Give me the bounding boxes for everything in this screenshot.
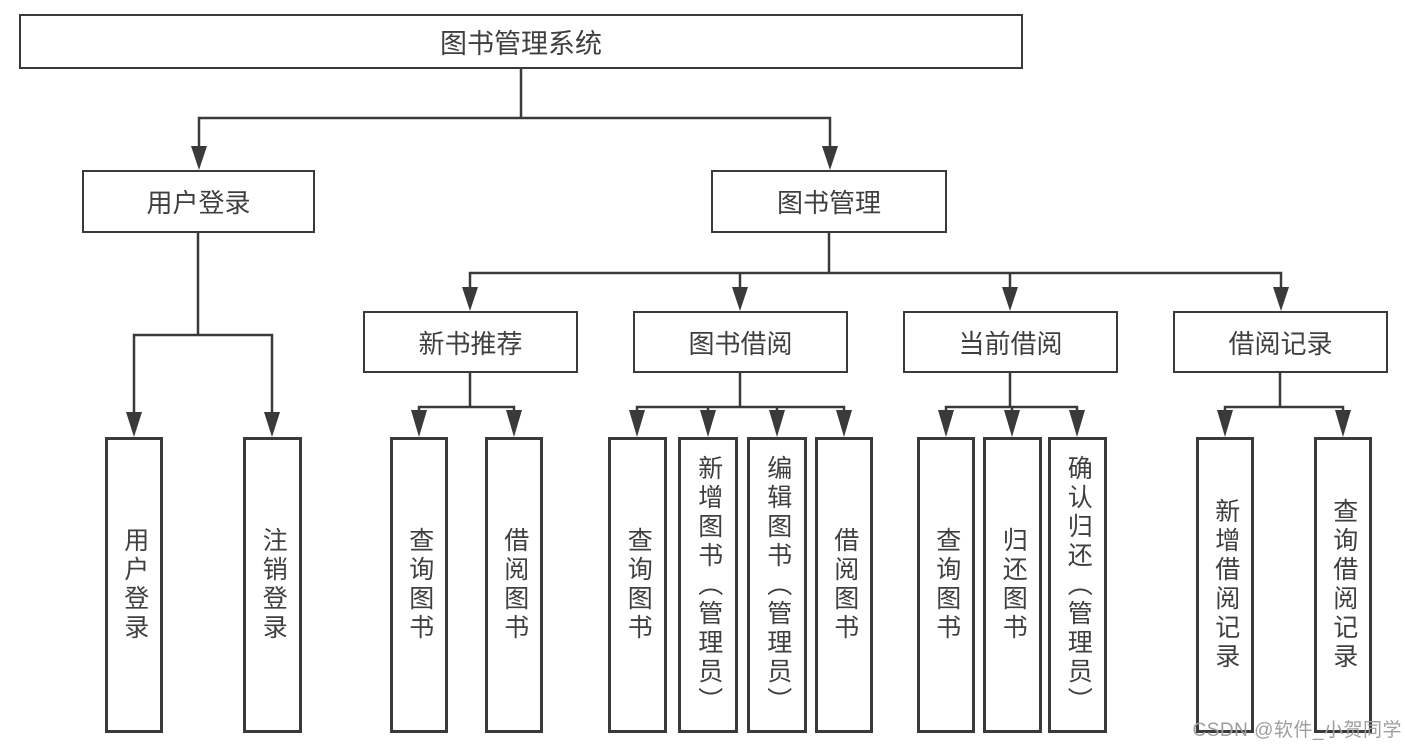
node-borrow-books-recommend: 借阅图书 (485, 437, 543, 733)
node-label: 查询图书 (932, 527, 961, 643)
node-add-book-admin: 新增图书（管理员） (678, 437, 738, 733)
watermark: CSDN @软件_小贺同学 (1192, 720, 1402, 741)
node-borrowing-records: 借阅记录 (1173, 311, 1388, 373)
node-user-login-leaf: 用户登录 (105, 437, 163, 733)
node-label: 图书借阅 (688, 328, 793, 359)
node-query-books-current: 查询图书 (917, 437, 975, 733)
node-query-borrow-record: 查询借阅记录 (1314, 437, 1372, 733)
node-label: 归还图书 (999, 527, 1028, 643)
node-book-borrowing: 图书借阅 (633, 311, 848, 373)
node-label: 当前借阅 (958, 328, 1063, 359)
node-label: 新增借阅记录 (1211, 498, 1240, 672)
node-label: 图书管理系统 (440, 29, 602, 59)
node-label: 借阅图书 (500, 527, 529, 643)
node-label: 确认归还（管理员） (1064, 454, 1093, 716)
node-logout: 注销登录 (243, 437, 302, 733)
node-current-borrowing: 当前借阅 (903, 311, 1118, 373)
node-label: 查询借阅记录 (1329, 498, 1358, 672)
node-edit-book-admin: 编辑图书（管理员） (747, 437, 807, 733)
node-label: 新增图书（管理员） (694, 454, 723, 716)
node-label: 查询图书 (624, 527, 653, 643)
node-add-borrow-record: 新增借阅记录 (1196, 437, 1254, 733)
node-borrow-books-borrow: 借阅图书 (815, 437, 873, 733)
node-label: 借阅记录 (1228, 328, 1333, 359)
node-label: 查询图书 (405, 527, 434, 643)
node-book-management: 图书管理 (711, 170, 947, 233)
node-label: 新书推荐 (418, 328, 523, 359)
node-return-books: 归还图书 (983, 437, 1042, 733)
node-label: 用户登录 (120, 527, 149, 643)
node-user-login: 用户登录 (82, 170, 315, 233)
node-query-books-borrow: 查询图书 (608, 437, 667, 733)
node-library-system: 图书管理系统 (19, 14, 1023, 69)
node-label: 借阅图书 (830, 527, 859, 643)
node-label: 图书管理 (776, 188, 881, 218)
node-label: 编辑图书（管理员） (763, 454, 792, 716)
node-query-books-recommend: 查询图书 (390, 437, 448, 733)
node-label: 注销登录 (259, 527, 288, 643)
node-label: 用户登录 (146, 188, 251, 218)
node-new-book-recommendation: 新书推荐 (363, 311, 578, 373)
node-confirm-return-admin: 确认归还（管理员） (1048, 437, 1107, 733)
